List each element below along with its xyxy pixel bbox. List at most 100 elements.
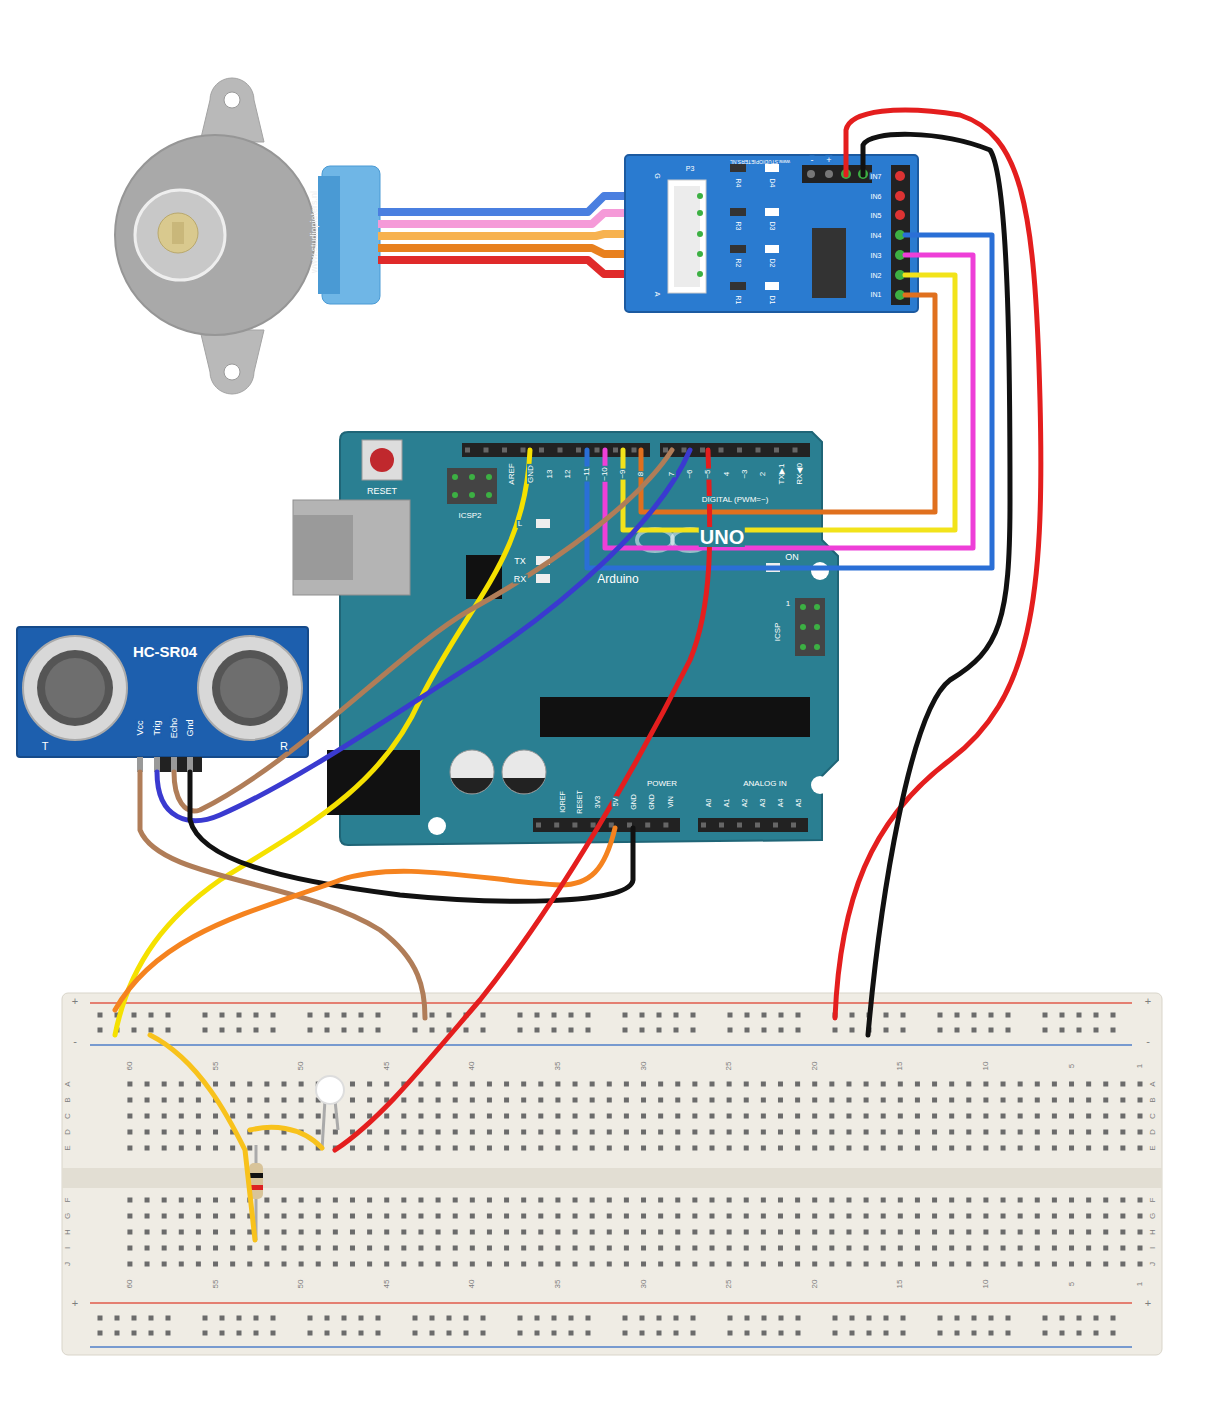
- breadboard-hole: [983, 1230, 988, 1235]
- led: [335, 1100, 338, 1130]
- breadboard-hole: [915, 1214, 920, 1219]
- breadboard-hole: [453, 1214, 458, 1219]
- breadboard-hole: [127, 1246, 132, 1251]
- sensor-label: HC-SR04: [132, 644, 198, 659]
- pin-label: ON: [784, 553, 800, 562]
- breadboard-hole: [710, 1230, 715, 1235]
- breadboard-hole: [938, 1331, 943, 1336]
- breadboard-hole: [1120, 1082, 1125, 1087]
- breadboard-hole: [203, 1013, 208, 1018]
- breadboard-hole: [850, 1316, 855, 1321]
- breadboard-hole: [470, 1114, 475, 1119]
- breadboard-hole: [658, 1146, 663, 1151]
- breadboard-hole: [901, 1013, 906, 1018]
- breadboard-hole: [898, 1082, 903, 1087]
- driver-board: [730, 208, 746, 216]
- pin-label: A5: [795, 798, 802, 809]
- breadboard-hole: [333, 1262, 338, 1267]
- breadboard-hole: [989, 1316, 994, 1321]
- breadboard-hole: [675, 1082, 680, 1087]
- breadboard-hole: [778, 1130, 783, 1135]
- breadboard-hole: [901, 1028, 906, 1033]
- breadboard-hole: [350, 1198, 355, 1203]
- breadboard-hole: [1043, 1316, 1048, 1321]
- breadboard-hole: [418, 1246, 423, 1251]
- breadboard-hole: [1103, 1246, 1108, 1251]
- breadboard-hole: [761, 1146, 766, 1151]
- breadboard-hole: [504, 1246, 509, 1251]
- breadboard-hole: [401, 1114, 406, 1119]
- breadboard-hole: [436, 1098, 441, 1103]
- arduino-board: [362, 440, 402, 480]
- breadboard-hole: [333, 1130, 338, 1135]
- breadboard-hole: [376, 1028, 381, 1033]
- pin-label: TX: [513, 557, 527, 566]
- board-label: IN6: [870, 192, 883, 199]
- breadboard-hole: [607, 1198, 612, 1203]
- breadboard-hole: [966, 1230, 971, 1235]
- breadboard-hole: [453, 1098, 458, 1103]
- breadboard-hole: [521, 1146, 526, 1151]
- breadboard-hole: [333, 1198, 338, 1203]
- breadboard-hole: [166, 1013, 171, 1018]
- breadboard-hole: [641, 1082, 646, 1087]
- breadboard-hole: [325, 1331, 330, 1336]
- breadboard-hole: [949, 1214, 954, 1219]
- pin-label: 4: [723, 471, 731, 477]
- driver-board: [730, 164, 746, 172]
- breadboard-hole: [675, 1098, 680, 1103]
- breadboard-hole: [282, 1230, 287, 1235]
- breadboard-hole: [1069, 1082, 1074, 1087]
- breadboard-hole: [966, 1130, 971, 1135]
- breadboard-hole: [308, 1013, 313, 1018]
- breadboard-hole: [359, 1013, 364, 1018]
- wire: [623, 275, 955, 530]
- pin-label: AREF: [508, 462, 516, 485]
- breadboard-hole: [213, 1114, 218, 1119]
- breadboard-hole: [1120, 1198, 1125, 1203]
- breadboard-hole: [230, 1082, 235, 1087]
- breadboard-hole: [573, 1246, 578, 1251]
- sensor-label: Trig: [153, 719, 162, 736]
- breadboard-hole: [1086, 1198, 1091, 1203]
- pin-label: RESET: [576, 789, 583, 814]
- breadboard-hole: [230, 1230, 235, 1235]
- breadboard-hole: [1060, 1316, 1065, 1321]
- breadboard-hole: [569, 1331, 574, 1336]
- breadboard-label: +: [71, 996, 79, 1007]
- breadboard-hole: [316, 1262, 321, 1267]
- breadboard-hole: [1060, 1028, 1065, 1033]
- breadboard-hole: [470, 1082, 475, 1087]
- breadboard-hole: [966, 1262, 971, 1267]
- wire: [863, 134, 1010, 1035]
- breadboard-hole: [254, 1331, 259, 1336]
- breadboard-hole: [641, 1262, 646, 1267]
- breadboard-hole: [1103, 1146, 1108, 1151]
- breadboard-hole: [230, 1098, 235, 1103]
- breadboard-hole: [932, 1146, 937, 1151]
- wire: [250, 1127, 322, 1148]
- breadboard-hole: [555, 1262, 560, 1267]
- breadboard-hole: [98, 1316, 103, 1321]
- breadboard-hole: [521, 1230, 526, 1235]
- stepper-motor: [172, 222, 184, 244]
- breadboard-hole: [555, 1146, 560, 1151]
- resistor-symbol: [249, 1173, 263, 1178]
- breadboard-hole: [779, 1028, 784, 1033]
- breadboard-hole: [149, 1331, 154, 1336]
- breadboard-hole: [538, 1146, 543, 1151]
- breadboard-hole: [624, 1198, 629, 1203]
- breadboard-hole: [881, 1262, 886, 1267]
- pin-label: A3: [759, 798, 766, 809]
- breadboard-hole: [1052, 1262, 1057, 1267]
- breadboard-hole: [342, 1316, 347, 1321]
- breadboard-hole: [487, 1146, 492, 1151]
- breadboard-hole: [569, 1013, 574, 1018]
- breadboard-hole: [196, 1214, 201, 1219]
- breadboard-hole: [846, 1098, 851, 1103]
- breadboard-hole: [795, 1214, 800, 1219]
- breadboard-hole: [983, 1098, 988, 1103]
- breadboard-hole: [744, 1098, 749, 1103]
- breadboard-hole: [573, 1146, 578, 1151]
